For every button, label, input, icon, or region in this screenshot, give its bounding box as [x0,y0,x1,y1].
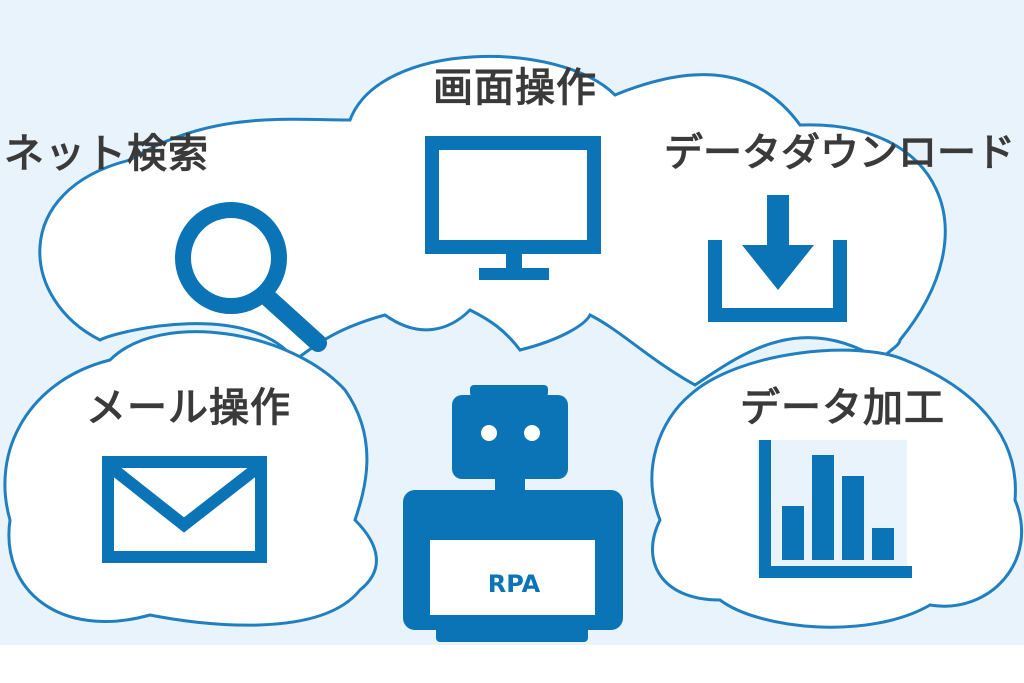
envelope-icon [102,456,267,563]
label-screen-operation: 画面操作 [433,65,597,111]
rpa-laptop-label: RPA [487,570,541,598]
magnifier-icon [175,202,327,352]
robot-icon [403,385,623,642]
bar-chart-icon [757,440,912,578]
label-data-processing: データ加工 [740,385,945,431]
monitor-icon [425,136,601,280]
label-mail-operation: メール操作 [86,385,291,431]
label-web-search: ネット検索 [4,131,209,177]
download-icon [708,195,847,322]
label-data-download: データダウンロード [664,131,1016,176]
mail-cloud [3,330,378,627]
